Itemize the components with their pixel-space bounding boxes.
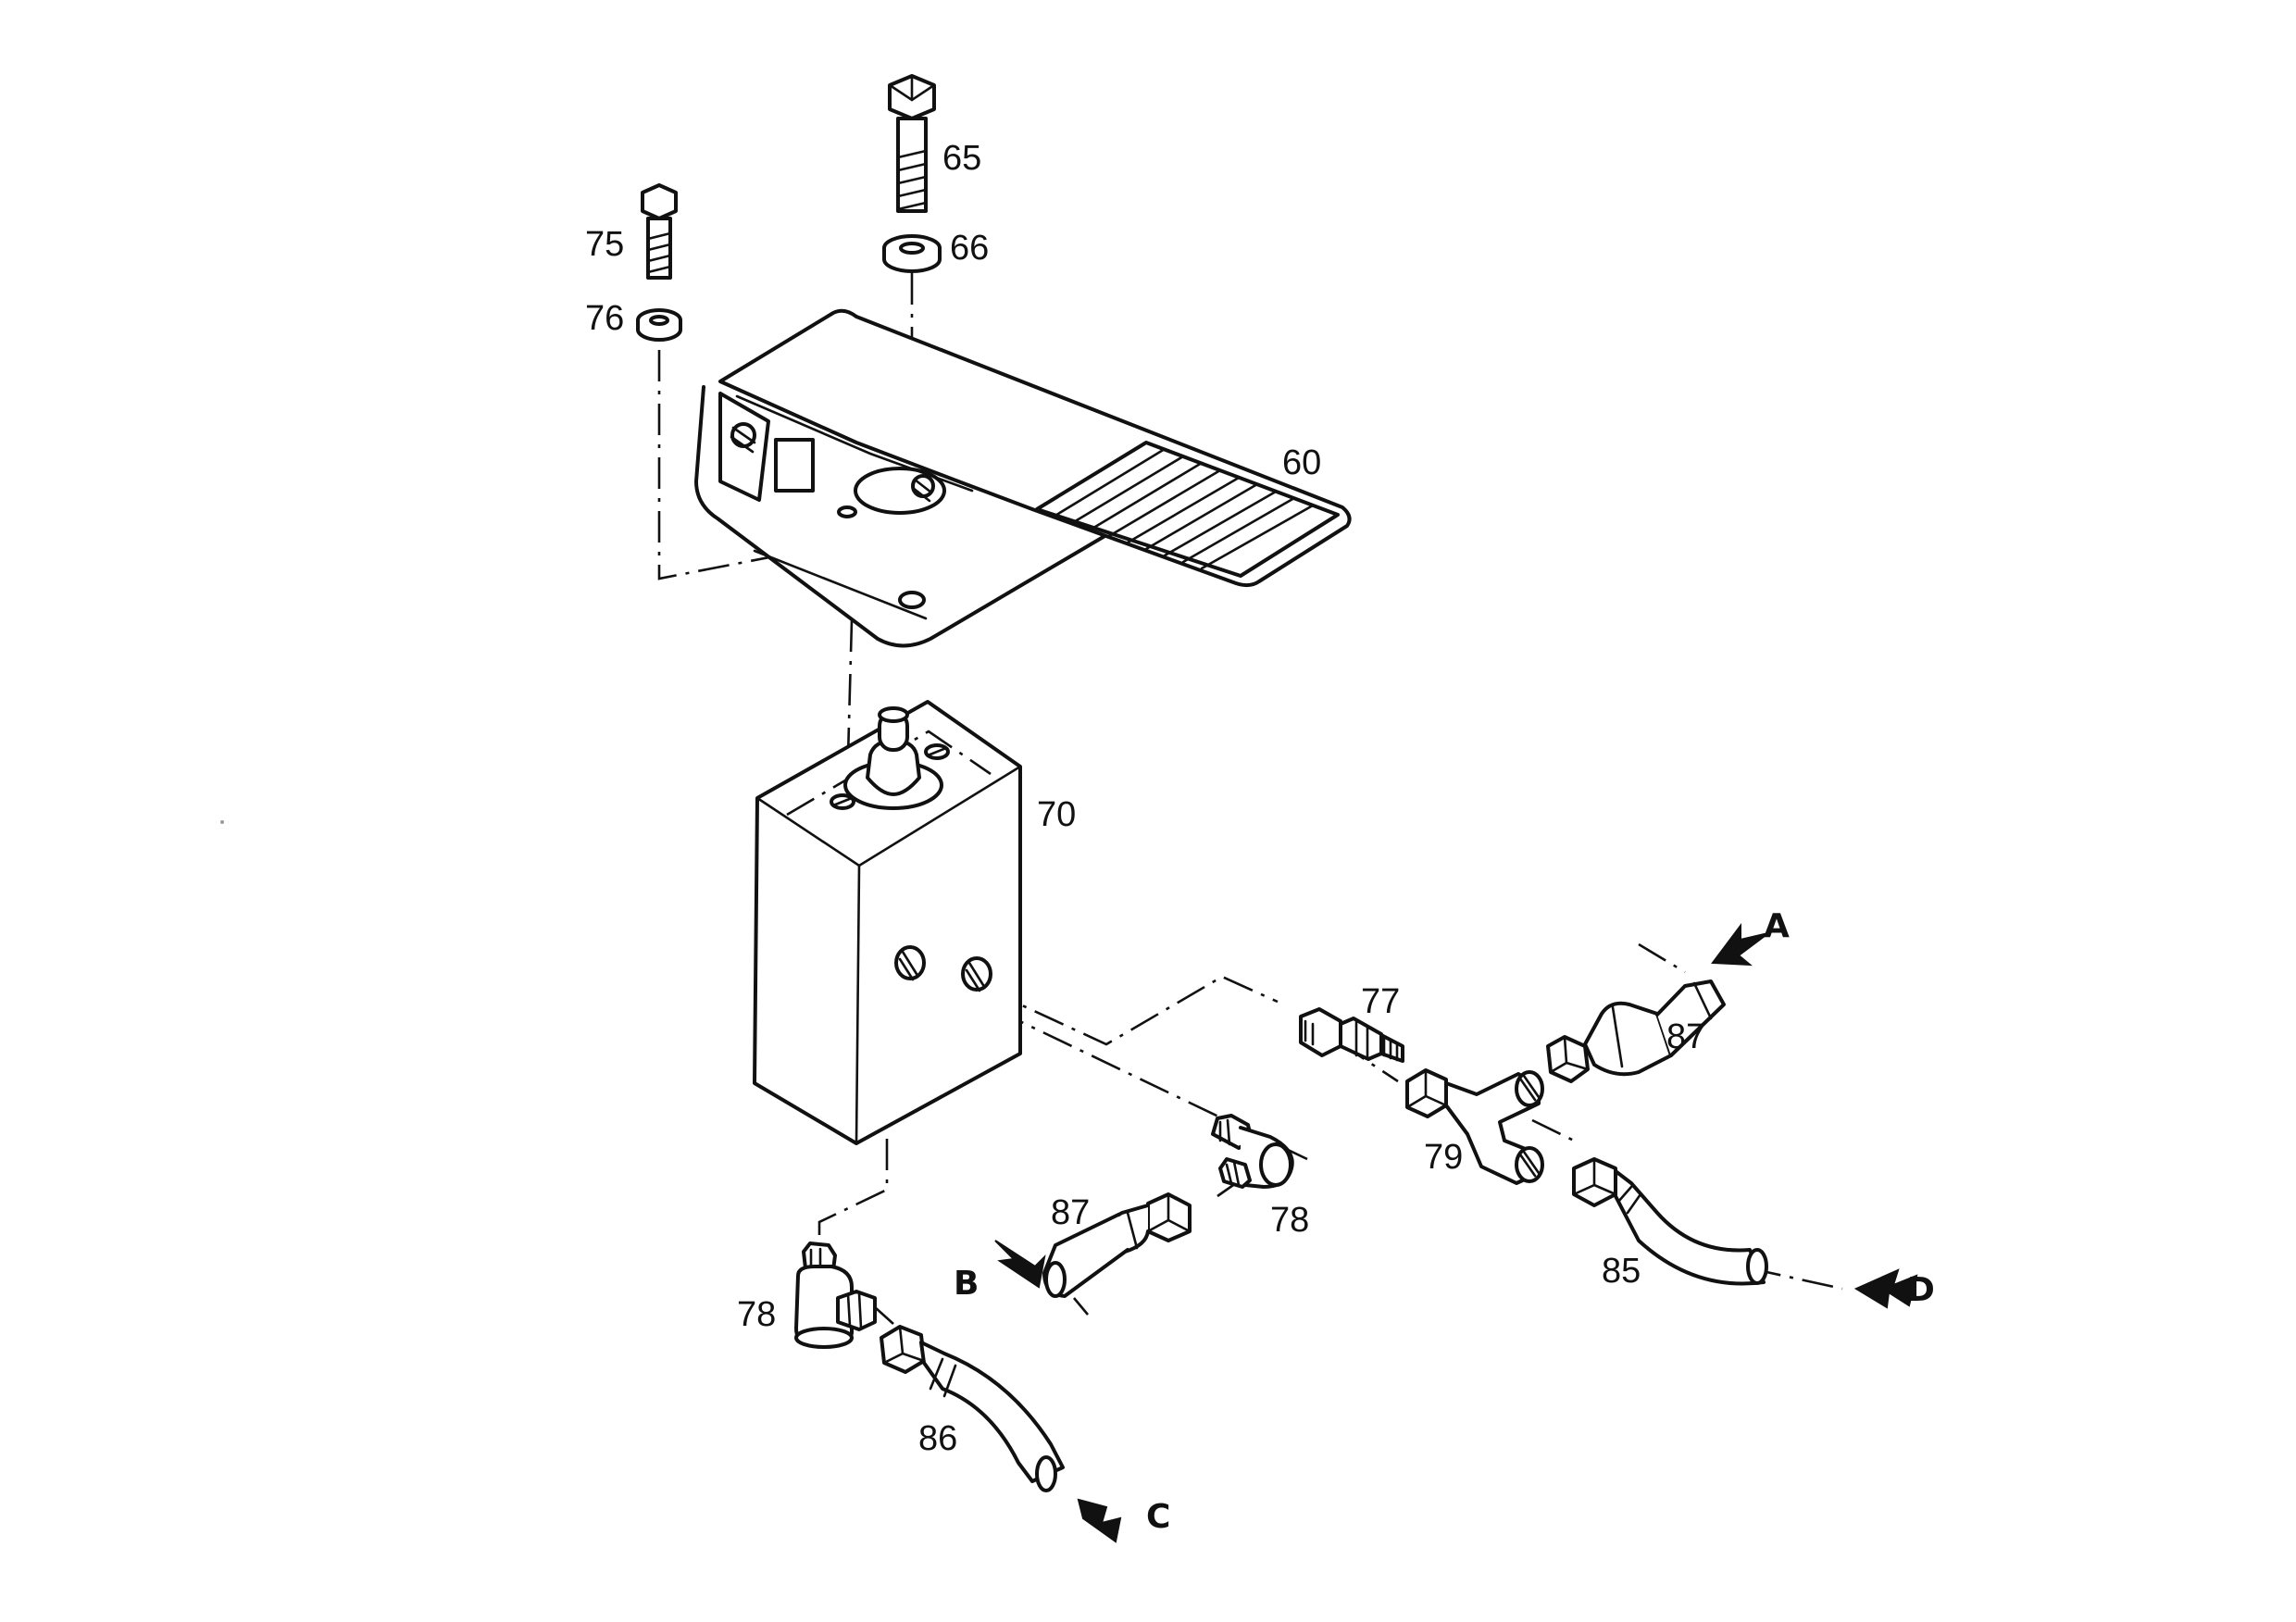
hose-85 (1572, 1157, 1768, 1286)
port-label-d: D (1907, 1271, 1935, 1309)
label-76: 76 (585, 299, 624, 338)
label-66: 66 (950, 229, 989, 268)
valve-70 (753, 700, 1022, 1145)
label-87-upper: 87 (1666, 1017, 1705, 1056)
elbow-fitting-78-left (794, 1241, 877, 1349)
label-75: 75 (585, 225, 624, 264)
label-65: 65 (942, 139, 981, 178)
port-label-c: C (1146, 1498, 1170, 1536)
label-77: 77 (1361, 982, 1400, 1021)
hose-86 (880, 1325, 1065, 1492)
arrow-d (1853, 1268, 1918, 1309)
label-60: 60 (1282, 443, 1321, 482)
port-label-b: B (954, 1265, 979, 1303)
callout-labels: 60 65 66 70 75 76 77 78 78 79 85 86 87 8… (585, 139, 1705, 1458)
hose-87-upper (1546, 979, 1726, 1083)
label-79: 79 (1424, 1138, 1463, 1177)
label-85: 85 (1602, 1252, 1641, 1291)
fitting-77 (1299, 1007, 1404, 1063)
label-78-right: 78 (1270, 1201, 1309, 1240)
hose-87-lower (1042, 1192, 1192, 1298)
label-78-left: 78 (737, 1295, 776, 1334)
foot-pedal-60 (694, 308, 1352, 648)
arrow-c (1077, 1498, 1122, 1543)
port-label-a: A (1764, 907, 1790, 945)
label-87-lower: 87 (1051, 1193, 1090, 1232)
bolt-65 (888, 74, 936, 213)
port-labels: A B C D (954, 907, 1935, 1536)
tee-fitting-79 (1405, 1068, 1544, 1185)
arrow-a (1711, 923, 1769, 967)
stray-mark (220, 820, 224, 824)
bolt-75 (641, 183, 678, 280)
label-86: 86 (918, 1419, 957, 1458)
elbow-fitting-78-right (1211, 1114, 1294, 1189)
washer-66 (882, 234, 942, 273)
washer-76 (636, 308, 682, 342)
label-70: 70 (1037, 795, 1076, 834)
arrow-b (994, 1240, 1046, 1289)
